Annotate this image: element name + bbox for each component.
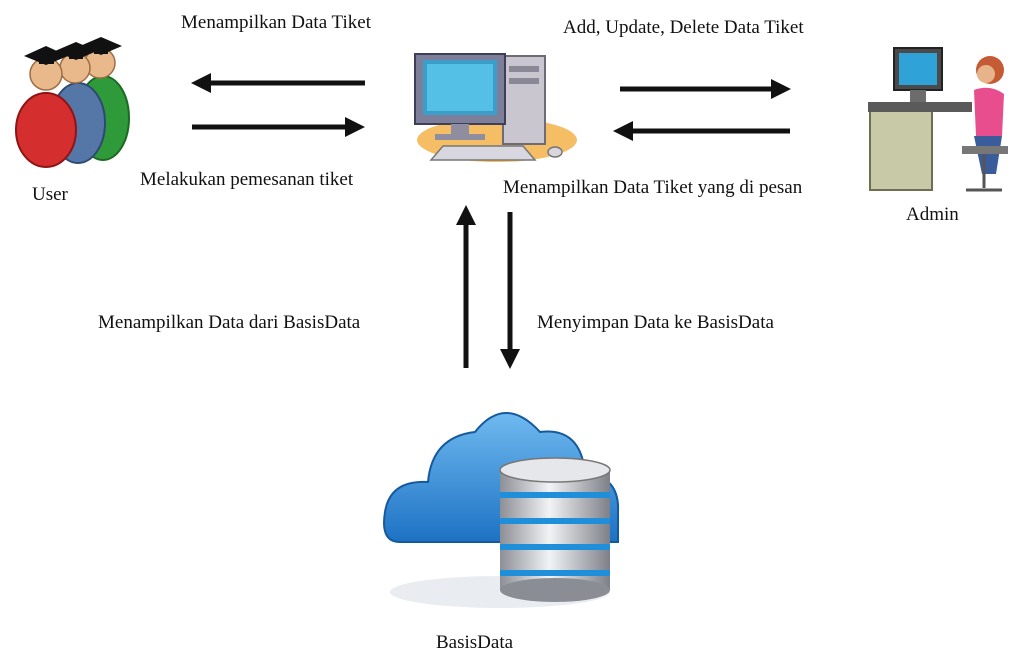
- node-label-database: BasisData: [436, 632, 514, 653]
- edge-label-admin-to-server: Add, Update, Delete Data Tiket: [563, 17, 804, 38]
- edge-label-db-to-server: Menampilkan Data dari BasisData: [98, 312, 361, 333]
- edge-label-user-to-server: Melakukan pemesanan tiket: [140, 169, 354, 190]
- node-label-admin: Admin: [906, 204, 959, 225]
- computer-icon: [414, 53, 577, 162]
- node-label-user: User: [32, 184, 68, 205]
- admin-icon: [868, 47, 1008, 192]
- edge-label-server-to-admin: Menampilkan Data Tiket yang di pesan: [503, 177, 803, 198]
- edge-label-server-to-db: Menyimpan Data ke BasisData: [537, 312, 774, 333]
- edge-label-server-to-user: Menampilkan Data Tiket: [181, 12, 371, 33]
- database-icon: [383, 412, 620, 608]
- user-icon: [15, 37, 130, 168]
